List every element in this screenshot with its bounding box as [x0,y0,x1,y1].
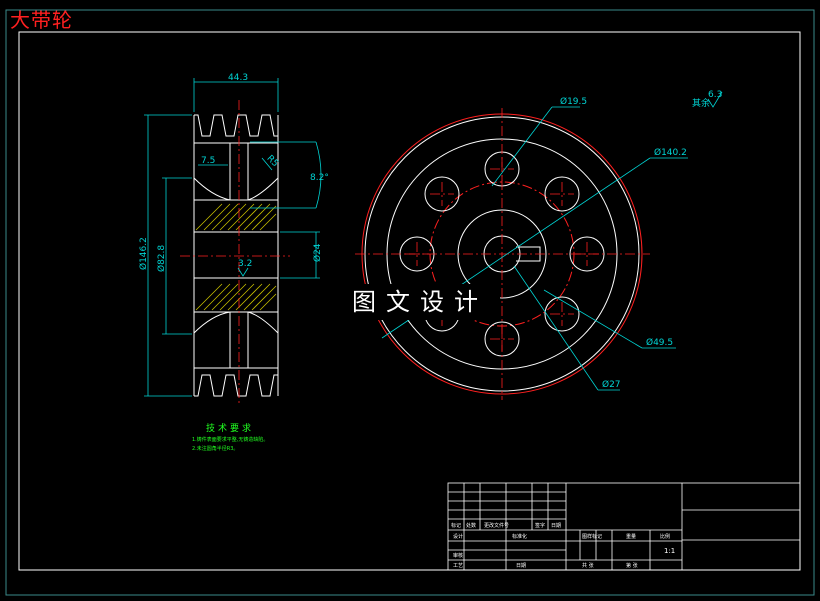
watermark: 图文设计 [340,284,500,320]
pulley-grooves-bottom [194,374,278,397]
tb-label-count: 处数 [466,522,476,529]
tb-row-design: 设计 [453,533,463,540]
roughness-symbol-left [237,267,249,277]
sheet-border [5,9,815,596]
dim-bore-diameter: Ø24 [312,243,323,262]
tb-label-date: 日期 [551,523,561,529]
tb-label-sign: 签字 [535,522,545,529]
tb-scale-value: 1:1 [664,547,675,555]
dim-angle: 8.2° [310,173,329,183]
tech-req-heading: 技术要求 [206,422,254,434]
pulley-grooves-top [194,114,278,137]
dim-hub-dia-right: Ø49.5 [646,337,673,348]
drawing-frame [18,31,801,571]
drawing-title: 大带轮 [10,8,73,32]
roughness-left: 3.2 [238,259,252,269]
tb-scale-label: 比例 [660,533,670,540]
dim-pitch-dia: Ø140.2 [654,147,687,158]
section-hatch [195,203,277,311]
tb-sheet-no: 第 张 [626,562,638,569]
dim-width-top: 44.3 [228,73,248,83]
title-block [447,482,801,571]
tb-row-process: 工艺 [453,563,463,569]
surface-note-value: 6.3 [708,90,722,100]
tb-row-standard: 标准化 [512,533,527,540]
surface-note-label: 其余 [692,97,710,109]
section-view [193,114,279,397]
tech-req-line-1: 1.铸件表面要求平整,无铸造缺陷。 [192,436,268,443]
tb-part-marking: 图样标记 [582,533,602,540]
section-dimensions [144,78,322,397]
surface-note-symbol [707,91,723,108]
tech-req-line-2: 2.未注圆角半径R3。 [192,445,238,452]
dim-hub-diameter: Ø82.8 [156,245,167,272]
dim-outer-diameter: Ø146.2 [138,237,149,270]
dim-groove-offset: 7.5 [201,156,215,166]
tb-weight-label: 重量 [626,533,636,540]
tb-label-change: 更改文件号 [484,522,509,529]
dim-hole-dia: Ø19.5 [560,96,587,107]
tb-row-review: 审核 [453,552,463,559]
tb-sheet-total: 共 张 [582,562,594,569]
dim-bore-dia-right: Ø27 [602,379,621,390]
tb-row-date: 日期 [516,563,526,569]
tb-label-mark: 标记 [451,522,461,529]
